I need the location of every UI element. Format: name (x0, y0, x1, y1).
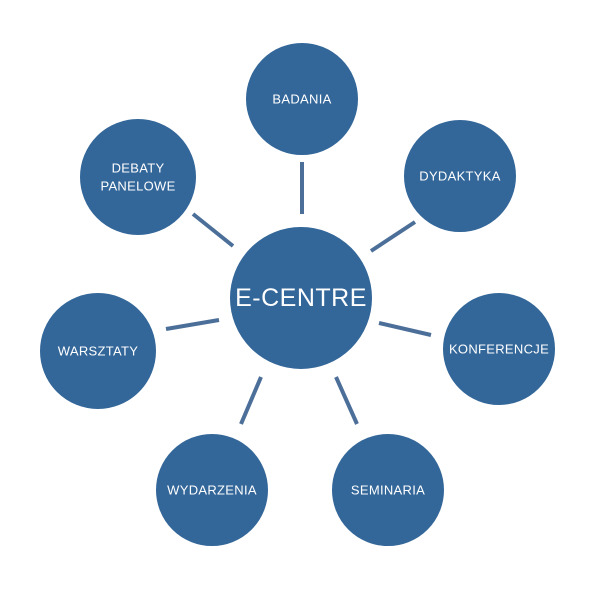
node-dydaktyka: DYDAKTYKA (402, 118, 518, 234)
connector-dydaktyka (369, 220, 417, 253)
node-label-seminaria: SEMINARIA (351, 483, 425, 498)
connector-wydarzenia (239, 376, 263, 425)
node-wydarzenia: WYDARZENIA (154, 432, 270, 548)
node-label-debaty-panelowe-2: PANELOWE (100, 179, 175, 194)
node-circle-konferencje (441, 291, 557, 407)
node-circle-debaty-panelowe (78, 117, 198, 237)
node-label-warsztaty: WARSZTATY (58, 344, 138, 359)
node-circle-wydarzenia (154, 432, 270, 548)
node-badania: BADANIA (244, 41, 360, 157)
connector-seminaria (334, 376, 359, 425)
connector-warsztaty (165, 318, 220, 331)
node-label-dydaktyka: DYDAKTYKA (419, 169, 500, 184)
node-circle-dydaktyka (402, 118, 518, 234)
node-label-badania: BADANIA (272, 92, 331, 107)
satellite-nodes: BADANIA DYDAKTYKA KONFERENCJE SEMINARIA WYDA… (38, 41, 557, 548)
node-warsztaty: WARSZTATY (38, 291, 158, 411)
node-label-debaty-panelowe-1: DEBATY (112, 161, 165, 176)
connector-konferencje (378, 321, 432, 337)
node-konferencje: KONFERENCJE (441, 291, 557, 407)
node-circle-warsztaty (38, 291, 158, 411)
node-debaty-panelowe: DEBATY PANELOWE (78, 117, 198, 237)
center-circle (228, 225, 374, 371)
connector-debaty-panelowe (191, 212, 235, 248)
node-label-konferencje: KONFERENCJE (449, 342, 549, 357)
node-seminaria: SEMINARIA (330, 432, 446, 548)
center-node: E-CENTRE (228, 225, 374, 371)
node-label-wydarzenia: WYDARZENIA (167, 483, 257, 498)
center-label: E-CENTRE (235, 284, 367, 312)
node-circle-seminaria (330, 432, 446, 548)
node-circle-badania (244, 41, 360, 157)
connectors (165, 162, 432, 425)
